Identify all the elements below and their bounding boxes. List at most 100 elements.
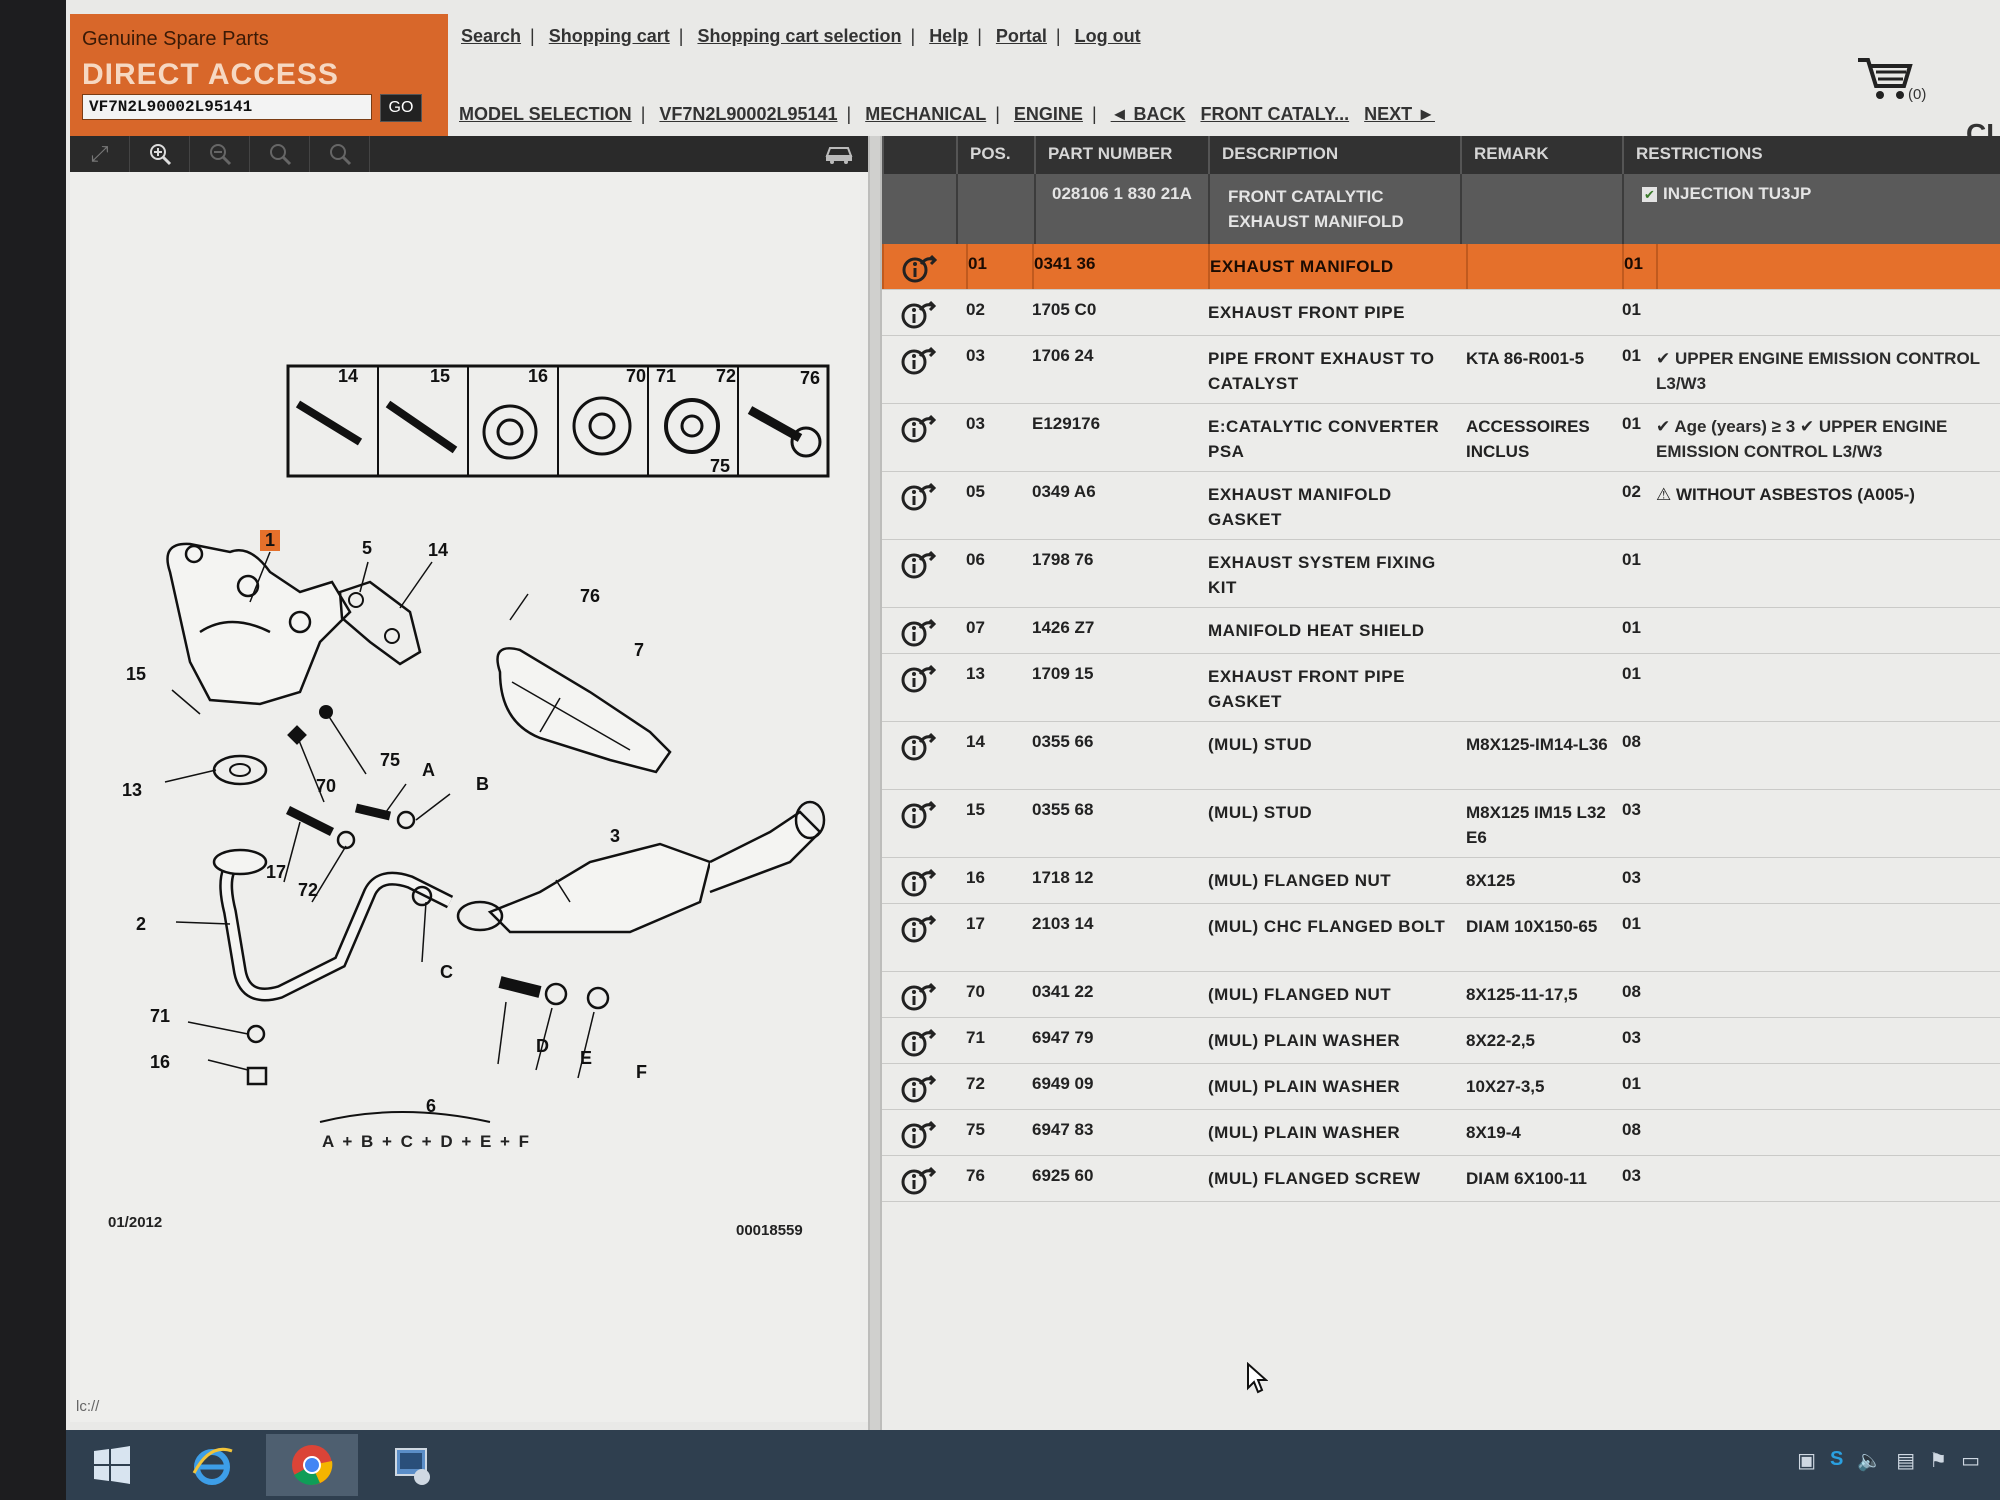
flag-icon[interactable]: ⚑ bbox=[1929, 1450, 1948, 1472]
part-info-icon[interactable] bbox=[882, 1018, 956, 1063]
part-info-icon[interactable] bbox=[882, 472, 956, 539]
network-icon[interactable]: ▣ bbox=[1797, 1450, 1816, 1472]
breadcrumb-model-selection[interactable]: MODEL SELECTION bbox=[459, 104, 632, 124]
header-remark[interactable]: REMARK bbox=[1460, 136, 1622, 174]
nav-portal-link[interactable]: Portal bbox=[995, 26, 1047, 46]
nav-help-link[interactable]: Help bbox=[929, 26, 969, 46]
vin-input[interactable] bbox=[82, 94, 372, 120]
skype-icon[interactable]: S bbox=[1830, 1448, 1844, 1470]
nav-cart-selection-link[interactable]: Shopping cart selection bbox=[697, 26, 902, 46]
parts-table: POS. PART NUMBER DESCRIPTION REMARK REST… bbox=[882, 136, 2000, 1430]
callout-5[interactable]: 5 bbox=[362, 538, 373, 558]
part-info-icon[interactable] bbox=[882, 1110, 956, 1155]
callout-71[interactable]: 71 bbox=[150, 1006, 171, 1026]
go-button[interactable]: GO bbox=[380, 94, 422, 122]
internet-explorer-icon[interactable] bbox=[166, 1434, 258, 1496]
callout-1-highlighted[interactable]: 1 bbox=[260, 530, 281, 551]
part-info-icon[interactable] bbox=[882, 404, 956, 471]
windows-start-icon[interactable] bbox=[66, 1434, 158, 1496]
part-info-icon[interactable] bbox=[882, 540, 956, 607]
back-link[interactable]: ◄ BACK bbox=[1110, 104, 1186, 124]
nav-search-link[interactable]: Search bbox=[461, 26, 522, 46]
callout-70[interactable]: 70 bbox=[316, 776, 337, 796]
zoom-area-icon[interactable] bbox=[250, 136, 310, 172]
callout-17[interactable]: 17 bbox=[266, 862, 287, 882]
next-link[interactable]: NEXT ► bbox=[1364, 104, 1435, 124]
part-info-icon[interactable] bbox=[882, 1064, 956, 1109]
part-info-icon[interactable] bbox=[882, 336, 956, 403]
part-info-icon[interactable] bbox=[882, 244, 956, 289]
zoom-out-icon[interactable] bbox=[190, 136, 250, 172]
header-pos[interactable]: POS. bbox=[956, 136, 1034, 174]
callout-2[interactable]: 2 bbox=[136, 914, 147, 934]
callout-15[interactable]: 15 bbox=[126, 664, 147, 684]
zoom-fit-icon[interactable]: ⤢ bbox=[70, 136, 130, 172]
callout-a[interactable]: A bbox=[422, 760, 435, 780]
breadcrumb-vin[interactable]: VF7N2L90002L95141 bbox=[659, 104, 838, 124]
callout-16[interactable]: 16 bbox=[150, 1052, 171, 1072]
part-info-icon[interactable] bbox=[882, 858, 956, 903]
callout-13[interactable]: 13 bbox=[122, 780, 143, 800]
callout-76[interactable]: 76 bbox=[580, 586, 601, 606]
cart-icon[interactable] bbox=[1856, 54, 1916, 104]
row-description: EXHAUST SYSTEM FIXING KIT bbox=[1208, 553, 1436, 597]
part-info-icon[interactable] bbox=[882, 1156, 956, 1201]
part-info-icon[interactable] bbox=[882, 790, 956, 857]
breadcrumb-engine[interactable]: ENGINE bbox=[1013, 104, 1083, 124]
chrome-icon[interactable] bbox=[266, 1434, 358, 1496]
callout-72[interactable]: 72 bbox=[298, 880, 319, 900]
header-description[interactable]: DESCRIPTION bbox=[1208, 136, 1460, 174]
callout-d[interactable]: D bbox=[536, 1036, 549, 1056]
callout-f[interactable]: F bbox=[636, 1062, 647, 1082]
nav-logout-link[interactable]: Log out bbox=[1074, 26, 1141, 46]
zoom-in-icon[interactable] bbox=[130, 136, 190, 172]
app-window-icon[interactable] bbox=[366, 1434, 458, 1496]
zoom-reset-icon[interactable] bbox=[310, 136, 370, 172]
part-info-icon[interactable] bbox=[882, 654, 956, 721]
part-info-icon[interactable] bbox=[882, 722, 956, 789]
exploded-parts-diagram[interactable]: 14 15 16 70 71 72 75 76 1 5 14 76 7 15 1… bbox=[70, 172, 868, 1422]
part-info-icon[interactable] bbox=[882, 290, 956, 335]
header-restrictions[interactable]: RESTRICTIONS bbox=[1622, 136, 2000, 174]
callout-3[interactable]: 3 bbox=[610, 826, 621, 846]
breadcrumb-mechanical[interactable]: MECHANICAL bbox=[865, 104, 987, 124]
pane-splitter[interactable] bbox=[868, 136, 882, 1430]
part-info-icon[interactable] bbox=[882, 972, 956, 1017]
part-info-icon[interactable] bbox=[882, 608, 956, 653]
assembly-restriction: ✔INJECTION TU3JP bbox=[1622, 174, 2000, 244]
callout-7[interactable]: 7 bbox=[634, 640, 645, 660]
display-icon[interactable]: ▤ bbox=[1896, 1450, 1916, 1472]
callout-6[interactable]: 6 bbox=[426, 1096, 437, 1116]
part-info-icon[interactable] bbox=[882, 904, 956, 971]
callout-75[interactable]: 75 bbox=[380, 750, 401, 770]
row-part-number: 0355 66 bbox=[1032, 732, 1094, 751]
header-part-number[interactable]: PART NUMBER bbox=[1034, 136, 1208, 174]
callout-b[interactable]: B bbox=[476, 774, 489, 794]
callout-c[interactable]: C bbox=[440, 962, 453, 982]
taskbar: ▣ S 🔈 ▤ ⚑ ▭ bbox=[66, 1430, 2000, 1500]
callout-14[interactable]: 14 bbox=[428, 540, 449, 560]
monitor-icon[interactable]: ▭ bbox=[1961, 1450, 1980, 1472]
speaker-icon[interactable]: 🔈 bbox=[1857, 1450, 1883, 1472]
nav-shopping-cart-link[interactable]: Shopping cart bbox=[548, 26, 670, 46]
callout-e[interactable]: E bbox=[580, 1048, 593, 1068]
breadcrumb-current[interactable]: FRONT CATALY... bbox=[1200, 104, 1350, 124]
car-icon[interactable] bbox=[824, 142, 854, 170]
